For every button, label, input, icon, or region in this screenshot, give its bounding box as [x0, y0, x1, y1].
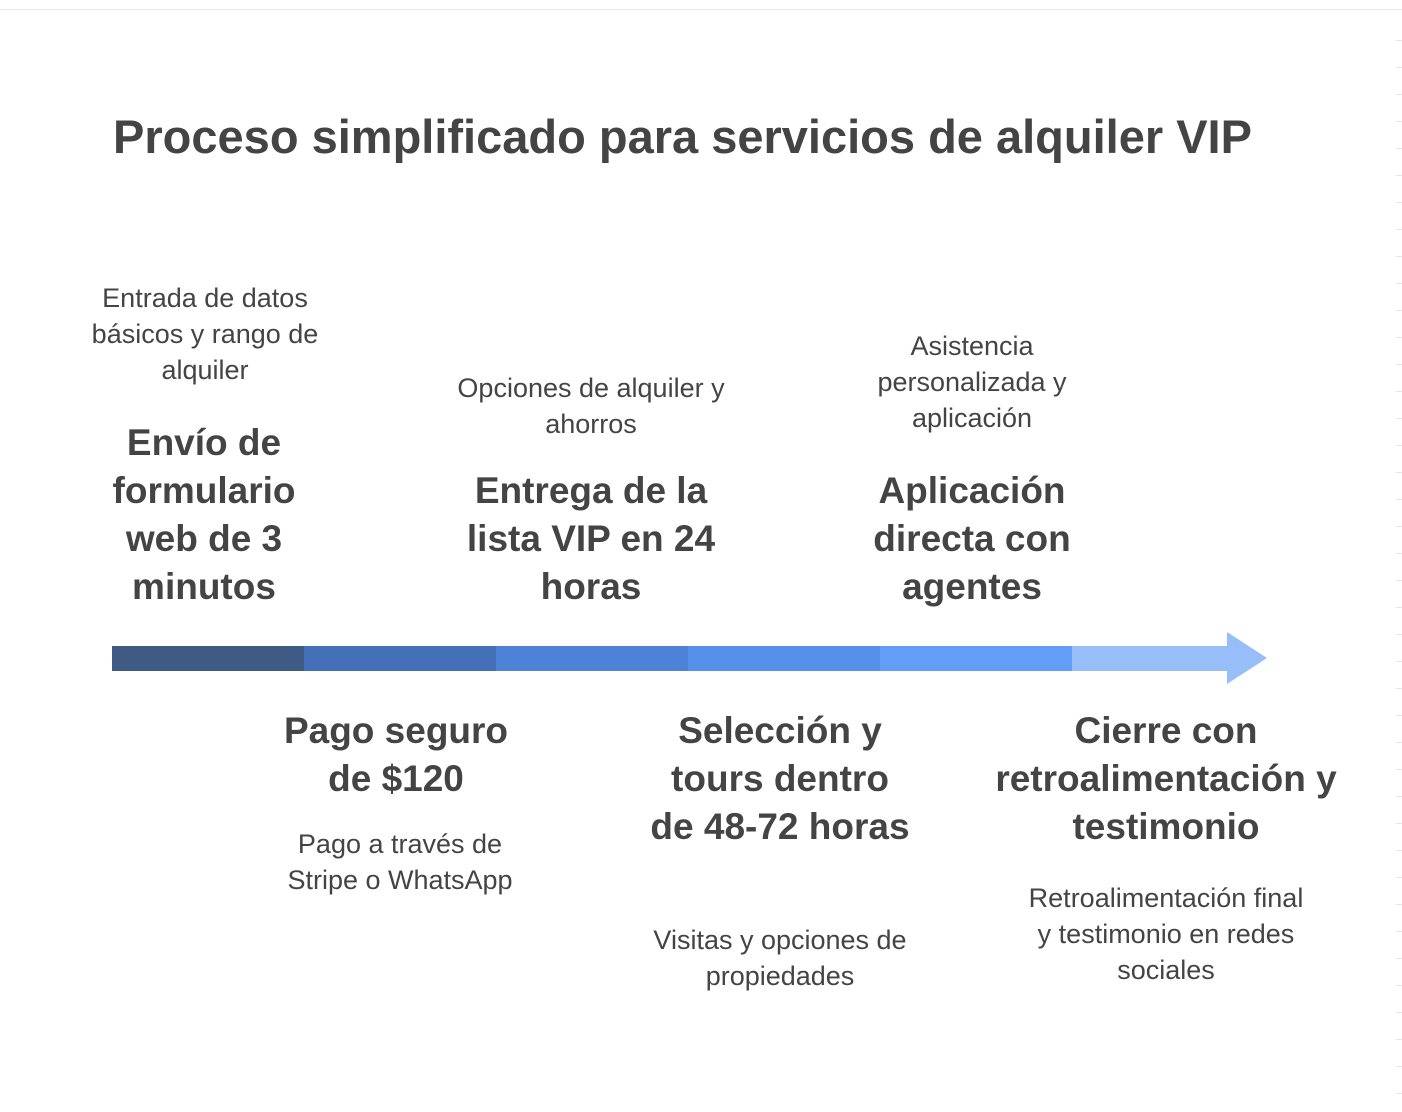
step-1-title: Envío de formulario web de 3 minutos [112, 422, 296, 607]
step-6-description: Retroalimentación final y testimonio en … [1028, 883, 1304, 985]
step-3-description: Opciones de alquiler y ahorros [457, 373, 725, 439]
step-6-title: Cierre con retroalimentación y testimoni… [995, 710, 1337, 847]
step-2-description: Pago a través de Stripe o WhatsApp [287, 829, 513, 895]
timeline-segment-4 [688, 646, 880, 671]
step-2-title: Pago seguro de $120 [283, 710, 509, 799]
timeline-segment-5 [880, 646, 1072, 671]
step-4-description: Visitas y opciones de propiedades [653, 925, 907, 991]
timeline-segment-1 [112, 646, 304, 671]
top-divider [0, 9, 1402, 10]
right-edge-ticks [1396, 40, 1402, 1100]
step-5-title: Aplicación directa con agentes [873, 470, 1071, 607]
step-1-description: Entrada de datos básicos y rango de alqu… [91, 283, 319, 385]
step-5-description: Asistencia personalizada y aplicación [877, 331, 1067, 433]
timeline-segment-2 [304, 646, 496, 671]
timeline-segment-6 [1072, 646, 1228, 671]
timeline-arrow-head [1227, 632, 1267, 684]
timeline-segment-3 [496, 646, 688, 671]
diagram-title: Proceso simplificado para servicios de a… [113, 110, 1252, 163]
step-3-title: Entrega de la lista VIP en 24 horas [466, 470, 716, 607]
step-4-title: Selección y tours dentro de 48-72 horas [650, 710, 910, 847]
